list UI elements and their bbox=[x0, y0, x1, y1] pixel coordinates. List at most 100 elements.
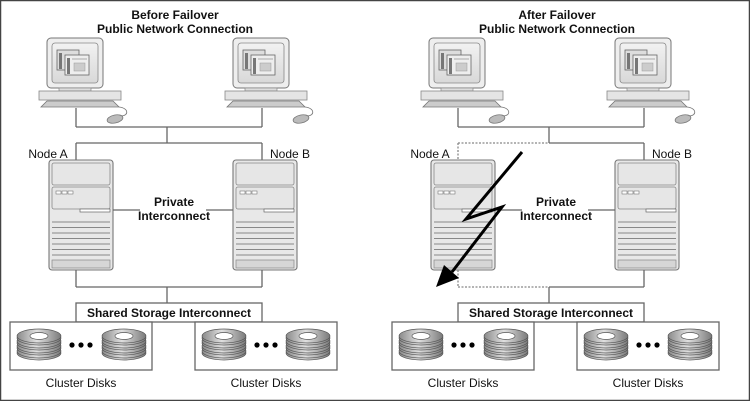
status-light bbox=[239, 190, 246, 195]
lightning-bolt bbox=[450, 151, 524, 273]
node-a-label: Node A bbox=[410, 147, 449, 161]
client-computer-left bbox=[38, 37, 128, 124]
monitor-stand bbox=[440, 87, 474, 92]
keyboard-icon bbox=[40, 100, 120, 108]
ellipsis-dot bbox=[636, 342, 642, 348]
client-computer-right bbox=[606, 37, 696, 124]
status-light bbox=[61, 190, 68, 195]
client-computer-left bbox=[420, 37, 510, 124]
disk-slot bbox=[79, 208, 111, 213]
disk-stack-icon bbox=[398, 328, 444, 361]
ellipsis-dot bbox=[78, 342, 84, 348]
private-label-bg bbox=[522, 194, 588, 224]
status-light bbox=[251, 190, 258, 195]
disk-stack-icon bbox=[101, 328, 147, 361]
server-node-b bbox=[614, 159, 680, 271]
status-light bbox=[67, 190, 74, 195]
status-light bbox=[621, 190, 628, 195]
desktop-base bbox=[606, 90, 690, 101]
panel-title: Before Failover bbox=[131, 8, 219, 22]
server-node-b bbox=[232, 159, 298, 271]
monitor-stand bbox=[626, 87, 660, 92]
disk-hub bbox=[411, 332, 431, 340]
mouse-icon bbox=[674, 114, 692, 124]
ellipsis-dot bbox=[654, 342, 660, 348]
arrow-head bbox=[436, 265, 459, 287]
cluster-disks-left-label: Cluster Disks bbox=[428, 376, 499, 390]
server-node-a bbox=[48, 159, 114, 271]
keyboard-icon bbox=[608, 100, 688, 108]
desktop-base bbox=[224, 90, 308, 101]
drive-bay bbox=[617, 186, 677, 210]
disk-slot bbox=[645, 208, 677, 213]
keyboard-icon bbox=[422, 100, 502, 108]
drive-bay bbox=[51, 186, 111, 210]
drive-bay bbox=[235, 186, 295, 210]
status-light bbox=[437, 190, 444, 195]
mouse-icon bbox=[488, 114, 506, 124]
desktop-base bbox=[420, 90, 504, 101]
interconnect-label: Interconnect bbox=[138, 209, 210, 223]
public-network-label: Public Network Connection bbox=[479, 22, 635, 36]
mouse-cord bbox=[304, 106, 314, 117]
ellipsis-dot bbox=[69, 342, 75, 348]
server-node-a bbox=[430, 159, 496, 271]
status-light bbox=[627, 190, 634, 195]
monitor-stand bbox=[58, 87, 92, 92]
ellipsis-dot bbox=[460, 342, 466, 348]
ellipsis-dot bbox=[451, 342, 457, 348]
disk-stack-icon bbox=[483, 328, 529, 361]
private-label: Private bbox=[154, 195, 194, 209]
server-foot bbox=[51, 259, 111, 269]
keyboard-icon bbox=[226, 100, 306, 108]
ellipsis-dot bbox=[272, 342, 278, 348]
ellipsis-dot bbox=[254, 342, 260, 348]
shared-storage-interconnect bbox=[75, 302, 263, 323]
public-network-label: Public Network Connection bbox=[97, 22, 253, 36]
disk-hub bbox=[114, 332, 134, 340]
ellipsis-dot bbox=[263, 342, 269, 348]
disk-stack-icon bbox=[16, 328, 62, 361]
mouse-icon bbox=[106, 114, 124, 124]
status-light bbox=[449, 190, 456, 195]
ellipsis-dot bbox=[87, 342, 93, 348]
disk-slot bbox=[263, 208, 295, 213]
disk-stack-icon bbox=[667, 328, 713, 361]
ellipsis-dot bbox=[645, 342, 651, 348]
server-foot bbox=[235, 259, 295, 269]
status-light bbox=[55, 190, 62, 195]
disk-stack-icon bbox=[285, 328, 331, 361]
server-foot bbox=[617, 259, 677, 269]
cluster-disks-right-label: Cluster Disks bbox=[613, 376, 684, 390]
disk-hub bbox=[29, 332, 49, 340]
server-foot bbox=[433, 259, 493, 269]
status-light bbox=[245, 190, 252, 195]
client-computer-right bbox=[224, 37, 314, 124]
disk-hub bbox=[298, 332, 318, 340]
disk-stack-icon bbox=[201, 328, 247, 361]
disk-hub bbox=[214, 332, 234, 340]
drive-bay bbox=[433, 162, 493, 186]
status-light bbox=[443, 190, 450, 195]
interconnect-label: Interconnect bbox=[520, 209, 592, 223]
mouse-cord bbox=[500, 106, 510, 117]
disk-hub bbox=[680, 332, 700, 340]
status-light bbox=[633, 190, 640, 195]
shared-storage-label: Shared Storage Interconnect bbox=[469, 306, 633, 320]
node-b-label: Node B bbox=[652, 147, 692, 161]
drive-bay bbox=[235, 162, 295, 186]
shared-storage-label: Shared Storage Interconnect bbox=[87, 306, 251, 320]
cluster-disks-right-label: Cluster Disks bbox=[231, 376, 302, 390]
disk-stack-icon bbox=[583, 328, 629, 361]
mouse-cord bbox=[118, 106, 128, 117]
drive-bay bbox=[617, 162, 677, 186]
mouse-icon bbox=[292, 114, 310, 124]
desktop-base bbox=[38, 90, 122, 101]
private-label-bg bbox=[140, 194, 206, 224]
cluster-disks-left-label: Cluster Disks bbox=[46, 376, 117, 390]
private-label: Private bbox=[536, 195, 576, 209]
ellipsis-dot bbox=[469, 342, 475, 348]
